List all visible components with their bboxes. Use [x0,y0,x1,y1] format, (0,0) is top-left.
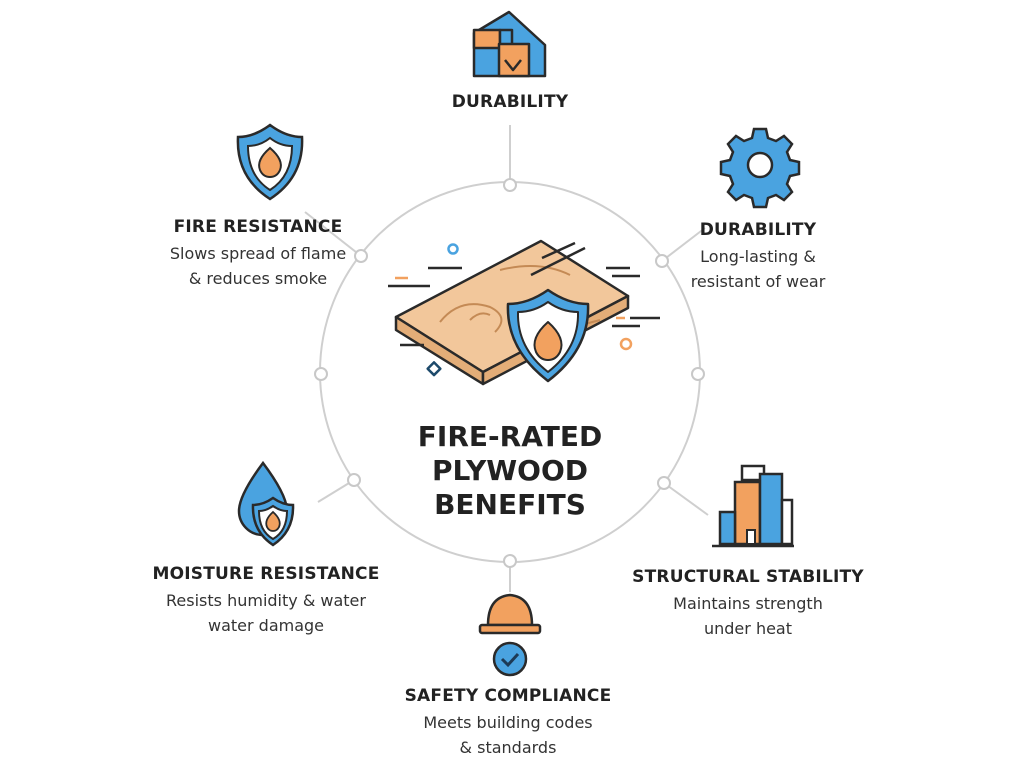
benefit-desc: Resists humidity & water [166,591,366,610]
benefit-desc: Slows spread of flame [169,244,347,263]
benefit-title: STRUCTURAL STABILITY [632,567,864,587]
benefit-durability-right: DURABILITY Long-lasting & resistant of we… [691,220,826,294]
title-line: BENEFITS [434,488,586,521]
benefit-desc: under heat [703,619,793,638]
building-icon [712,464,794,548]
plywood-board-icon [388,239,660,386]
benefit-title: SAFETY COMPLIANCE [404,686,612,706]
benefit-title: DURABILITY [699,220,817,240]
hardhat-check-icon [478,593,542,677]
title-line: FIRE-RATED [417,420,603,453]
fire-shield-icon [236,123,304,201]
benefit-desc: water damage [207,616,325,635]
benefit-desc: & standards [459,738,557,757]
benefit-desc: resistant of wear [690,272,826,291]
benefit-desc: Maintains strength [673,594,823,613]
benefit-desc: Long-lasting & [700,247,816,266]
ring-nodes [314,178,705,568]
title-line: PLYWOOD [431,454,589,487]
benefit-desc: & reduces smoke [188,269,328,288]
benefit-fire-resistance: FIRE RESISTANCE Slows spread of flame & r… [170,217,346,291]
benefit-structural-stability: STRUCTURAL STABILITY Maintains strength u… [632,567,864,641]
benefit-title: DURABILITY [451,92,569,112]
benefit-title: FIRE RESISTANCE [173,217,343,237]
diagram-title: FIRE-RATED PLYWOOD BENEFITS [418,420,602,522]
gear-icon [719,127,801,209]
water-drop-shield-icon [237,460,295,547]
benefit-safety-compliance: SAFETY COMPLIANCE Meets building codes & … [405,686,612,760]
benefit-title: MOISTURE RESISTANCE [152,564,380,584]
benefit-durability-top: DURABILITY [452,92,569,112]
benefit-desc: Meets building codes [423,713,593,732]
house-blocks-icon [472,10,547,78]
benefit-moisture-resistance: MOISTURE RESISTANCE Resists humidity & w… [152,564,379,638]
